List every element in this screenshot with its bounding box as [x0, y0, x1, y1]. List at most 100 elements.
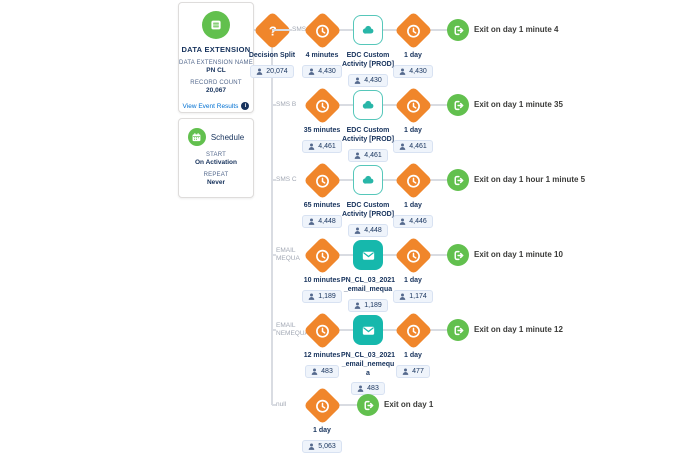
- wait-label: 1 day: [313, 427, 331, 434]
- wait-after-activity[interactable]: 1 day 4,461: [378, 85, 448, 153]
- person-icon: [354, 302, 361, 309]
- info-icon[interactable]: i: [241, 102, 250, 110]
- wait-after-activity[interactable]: 1 day 4,446: [378, 160, 448, 228]
- count-badge: 20,074: [250, 64, 294, 78]
- wait-activity-node[interactable]: 35 minutes 4,461: [287, 85, 357, 153]
- wait-clock-icon: [302, 385, 342, 425]
- count-badge: 1,189: [348, 298, 388, 312]
- wait-activity-node[interactable]: 10 minutes 1,189: [287, 235, 357, 303]
- exit-node[interactable]: [447, 319, 469, 341]
- wait-label: 1 day: [404, 277, 422, 284]
- count-value: 4,430: [409, 67, 427, 75]
- journey-activity[interactable]: PN_CL_03_2021_email_mequa 1,189: [333, 235, 403, 312]
- decision-split-node[interactable]: ? Decision Split 20,074: [237, 10, 307, 78]
- person-icon: [357, 385, 364, 393]
- count-value: 4,446: [409, 217, 427, 225]
- count-badge: 4,461: [348, 148, 388, 162]
- count-badge: 4,446: [393, 214, 433, 228]
- wait-label: 1 day: [404, 352, 422, 359]
- wait-label: 1 day: [404, 52, 422, 59]
- count-badge: 4,430: [302, 64, 342, 78]
- person-icon: [354, 227, 361, 234]
- journey-activity[interactable]: EDC Custom Activity [PROD] 4,461: [333, 85, 403, 162]
- schedule-field-label: REPEAT: [203, 172, 229, 178]
- exit-label: Exit on day 1 minute 4: [474, 25, 559, 34]
- wait-activity-node[interactable]: 4 minutes 4,430: [287, 10, 357, 78]
- wait-label: 4 minutes: [305, 52, 339, 59]
- wait-activity-node[interactable]: 12 minutes 483: [287, 310, 357, 378]
- wait-activity-node[interactable]: 1 day 5,063: [287, 385, 357, 453]
- wait-after-activity[interactable]: 1 day 477: [378, 310, 448, 378]
- custom-activity-cloud-icon: [353, 15, 383, 45]
- count-value: 4,448: [364, 226, 382, 234]
- count-value: 1,174: [409, 292, 427, 300]
- entry-field-label: RECORD COUNT: [190, 80, 242, 86]
- count-value: 1,189: [364, 301, 382, 309]
- exit-node[interactable]: [447, 244, 469, 266]
- wait-clock-icon: [302, 235, 342, 275]
- entry-field-value: 20,067: [206, 87, 226, 94]
- exit-label: Exit on day 1 minute 10: [474, 250, 563, 259]
- schedule-field-value: Never: [206, 179, 226, 186]
- exit-node[interactable]: [357, 394, 379, 416]
- entry-card-title: DATA EXTENSION: [181, 45, 251, 54]
- count-value: 4,430: [318, 67, 336, 75]
- exit-node[interactable]: [447, 169, 469, 191]
- exit-node[interactable]: [447, 94, 469, 116]
- link-label: View Event Results: [182, 102, 239, 110]
- schedule-field-value: On Activation: [194, 159, 237, 166]
- count-value: 4,461: [364, 151, 382, 159]
- data-extension-entry-card[interactable]: DATA EXTENSION DATA EXTENSION NAME PN CL…: [178, 2, 254, 113]
- entry-field-label: DATA EXTENSION NAME: [179, 60, 253, 66]
- wait-label: 65 minutes: [303, 202, 341, 209]
- count-value: 4,461: [318, 142, 336, 150]
- count-badge: 4,461: [302, 139, 342, 153]
- wait-clock-icon: [302, 10, 342, 50]
- person-icon: [402, 368, 409, 375]
- view-event-results-link[interactable]: View Event Results i: [183, 102, 250, 110]
- person-icon: [308, 68, 315, 75]
- count-badge: 4,461: [393, 139, 433, 153]
- wait-activity-node[interactable]: 65 minutes 4,448: [287, 160, 357, 228]
- wait-label: 10 minutes: [303, 277, 341, 284]
- entry-field-value: PN CL: [206, 67, 226, 74]
- branch-label: SMS B: [276, 99, 318, 111]
- activity-label: PN_CL_03_2021_email_mequa: [340, 277, 396, 293]
- person-icon: [308, 443, 315, 450]
- count-value: 477: [412, 367, 424, 375]
- wait-label: 35 minutes: [303, 127, 341, 134]
- count-value: 4,430: [364, 76, 382, 84]
- calendar-icon: [187, 128, 206, 146]
- count-badge: 4,430: [348, 73, 388, 87]
- wait-label: 12 minutes: [303, 352, 341, 359]
- person-icon: [256, 68, 263, 75]
- journey-activity[interactable]: EDC Custom Activity [PROD] 4,430: [333, 10, 403, 87]
- count-badge: 4,430: [393, 64, 433, 78]
- wait-clock-icon: [393, 310, 433, 350]
- schedule-card-title: Schedule: [210, 132, 245, 142]
- wait-after-activity[interactable]: 1 day 4,430: [378, 10, 448, 78]
- count-value: 5,063: [318, 442, 336, 450]
- exit-icon: [447, 19, 469, 41]
- count-badge: 1,189: [302, 289, 342, 303]
- schedule-card[interactable]: Schedule START On Activation REPEAT Neve…: [178, 118, 254, 198]
- exit-label: Exit on day 1 minute 35: [474, 100, 563, 109]
- branch-label: SMS C: [276, 174, 318, 186]
- person-icon: [399, 293, 406, 300]
- exit-node[interactable]: [447, 19, 469, 41]
- wait-clock-icon: [393, 85, 433, 125]
- branch-label: null: [276, 399, 318, 411]
- count-value: 483: [321, 367, 333, 375]
- wait-label: 1 day: [404, 202, 422, 209]
- person-icon: [308, 143, 315, 150]
- exit-label: Exit on day 1: [384, 400, 434, 409]
- activity-label: EDC Custom Activity [PROD]: [341, 202, 395, 218]
- trunk-connector-line: [271, 30, 273, 405]
- custom-activity-cloud-icon: [353, 165, 383, 195]
- journey-activity[interactable]: EDC Custom Activity [PROD] 4,448: [333, 160, 403, 237]
- wait-after-activity[interactable]: 1 day 1,174: [378, 235, 448, 303]
- count-badge: 477: [396, 364, 430, 378]
- count-value: 1,189: [318, 292, 336, 300]
- wait-clock-icon: [393, 10, 433, 50]
